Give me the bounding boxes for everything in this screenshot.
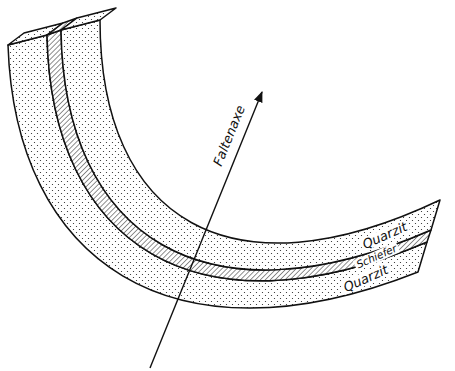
- quartzite-band-inner: [61, 20, 440, 270]
- fold-axis-arrow: [150, 92, 262, 368]
- axis-label: Faltenaxe: [210, 101, 248, 169]
- quartzite-end-face: [61, 8, 116, 30]
- quartzite-end-face: [8, 23, 63, 45]
